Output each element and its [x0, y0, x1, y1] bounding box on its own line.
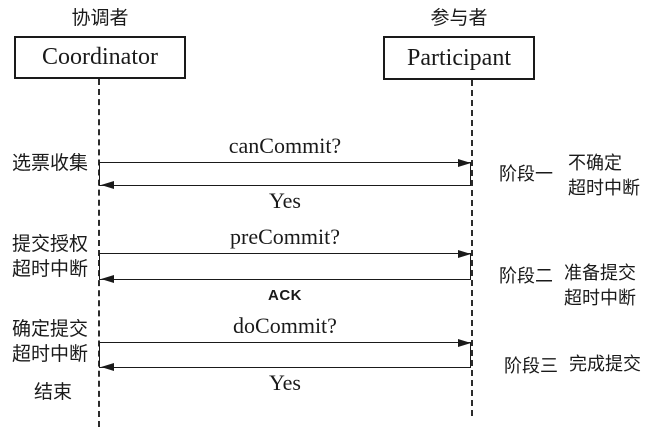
- coordinator-state-confirm-commit: 确定提交 超时中断: [12, 317, 94, 367]
- arrowhead-right-icon: [458, 339, 471, 347]
- phase-status-line: 准备提交: [564, 263, 636, 283]
- request-label-docommit: doCommit?: [233, 313, 337, 338]
- participant-lifeline: [471, 80, 473, 416]
- phase-status-line: 完成提交: [569, 354, 641, 374]
- state-line: 超时中断: [12, 344, 89, 365]
- message-pair-docommit: doCommit? Yes: [99, 313, 471, 395]
- state-line: 超时中断: [12, 259, 89, 280]
- participant-caption: 参与者: [430, 8, 488, 29]
- state-line: 选票收集: [12, 153, 89, 174]
- phase-1-label: 阶段一: [499, 164, 553, 184]
- arrowhead-left-icon: [101, 275, 114, 283]
- request-label-cancommit: canCommit?: [228, 133, 342, 158]
- coordinator-box: Coordinator: [14, 36, 186, 79]
- arrowhead-right-icon: [458, 250, 471, 258]
- message-pair-cancommit: canCommit? Yes: [99, 133, 471, 213]
- coordinator-state-authorize-commit: 提交授权 超时中断: [12, 232, 94, 282]
- request-label-precommit: preCommit?: [230, 224, 340, 249]
- state-line: 确定提交: [12, 319, 89, 340]
- arrowhead-left-icon: [101, 363, 114, 371]
- response-label-ack: ACK: [268, 287, 302, 304]
- phase-2-status: 准备提交 超时中断: [564, 261, 636, 311]
- coordinator-caption: 协调者: [71, 8, 129, 29]
- coordinator-state-vote-collect: 选票收集: [12, 151, 94, 176]
- message-pair-precommit: preCommit? ACK: [99, 224, 471, 304]
- arrowhead-left-icon: [101, 181, 114, 189]
- state-line: 结束: [33, 382, 72, 403]
- arrowhead-right-icon: [458, 159, 471, 167]
- phase-2-label: 阶段二: [499, 266, 553, 286]
- coordinator-state-end: 结束: [12, 380, 94, 405]
- phase-3-label: 阶段三: [504, 356, 558, 376]
- response-label-yes-1: Yes: [268, 188, 301, 213]
- response-label-yes-2: Yes: [268, 370, 301, 395]
- state-line: 提交授权: [12, 234, 89, 255]
- phase-status-line: 不确定: [568, 153, 622, 173]
- phase-3-status: 完成提交: [569, 352, 641, 377]
- phase-1-status: 不确定 超时中断: [568, 151, 640, 201]
- phase-status-line: 超时中断: [568, 178, 640, 198]
- phase-status-line: 超时中断: [564, 288, 636, 308]
- participant-box: Participant: [383, 36, 535, 80]
